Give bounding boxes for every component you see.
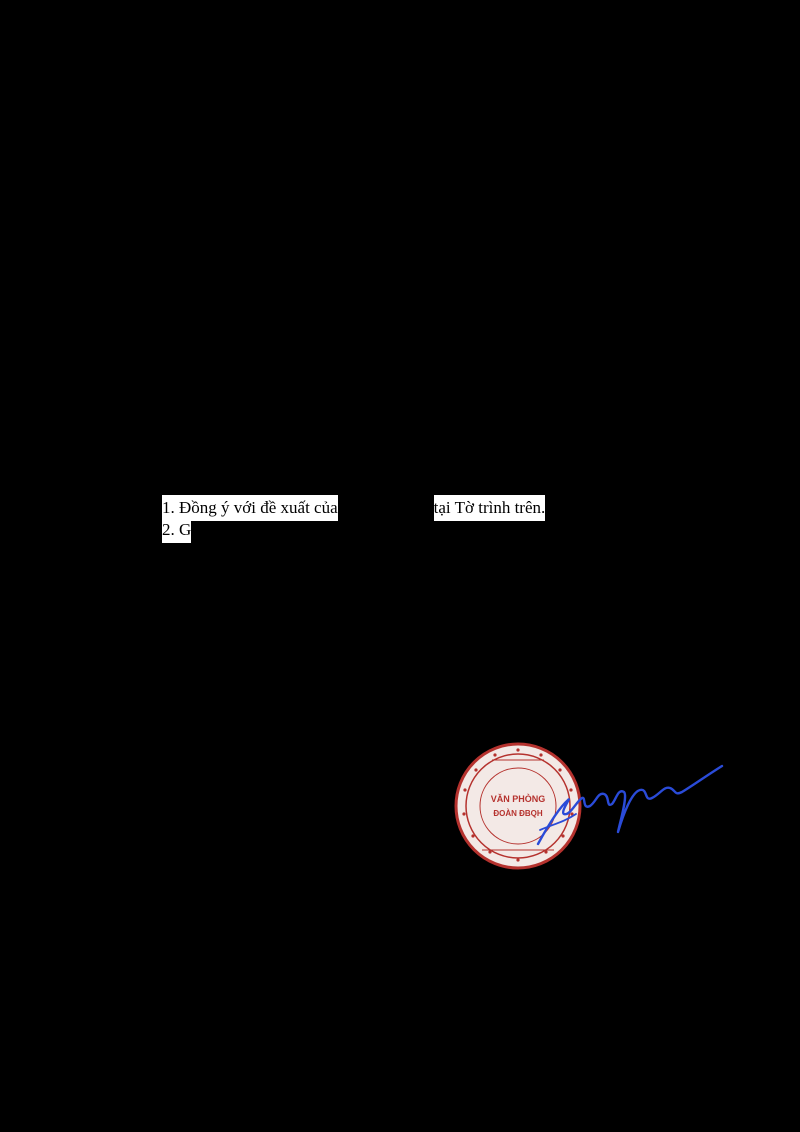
decision-item-2-text: 2. G (162, 517, 192, 543)
seal-text-line-2: ĐOÀN ĐBQH (493, 809, 543, 818)
seal-text-line-1: VĂN PHÒNG (491, 793, 546, 804)
decision-item-1-text-a: 1. Đồng ý với đề xuất của (162, 495, 338, 521)
official-seal-icon: VĂN PHÒNG ĐOÀN ĐBQH (454, 742, 582, 870)
redacted-segment (337, 487, 434, 513)
handwritten-signature-icon (536, 764, 724, 846)
decision-item-1-text-b: tại Tờ trình trên. (433, 495, 546, 521)
decision-item-2: 2. G (162, 517, 192, 543)
decision-item-1: 1. Đồng ý với đề xuất của tại Tờ trình tr… (162, 487, 546, 521)
